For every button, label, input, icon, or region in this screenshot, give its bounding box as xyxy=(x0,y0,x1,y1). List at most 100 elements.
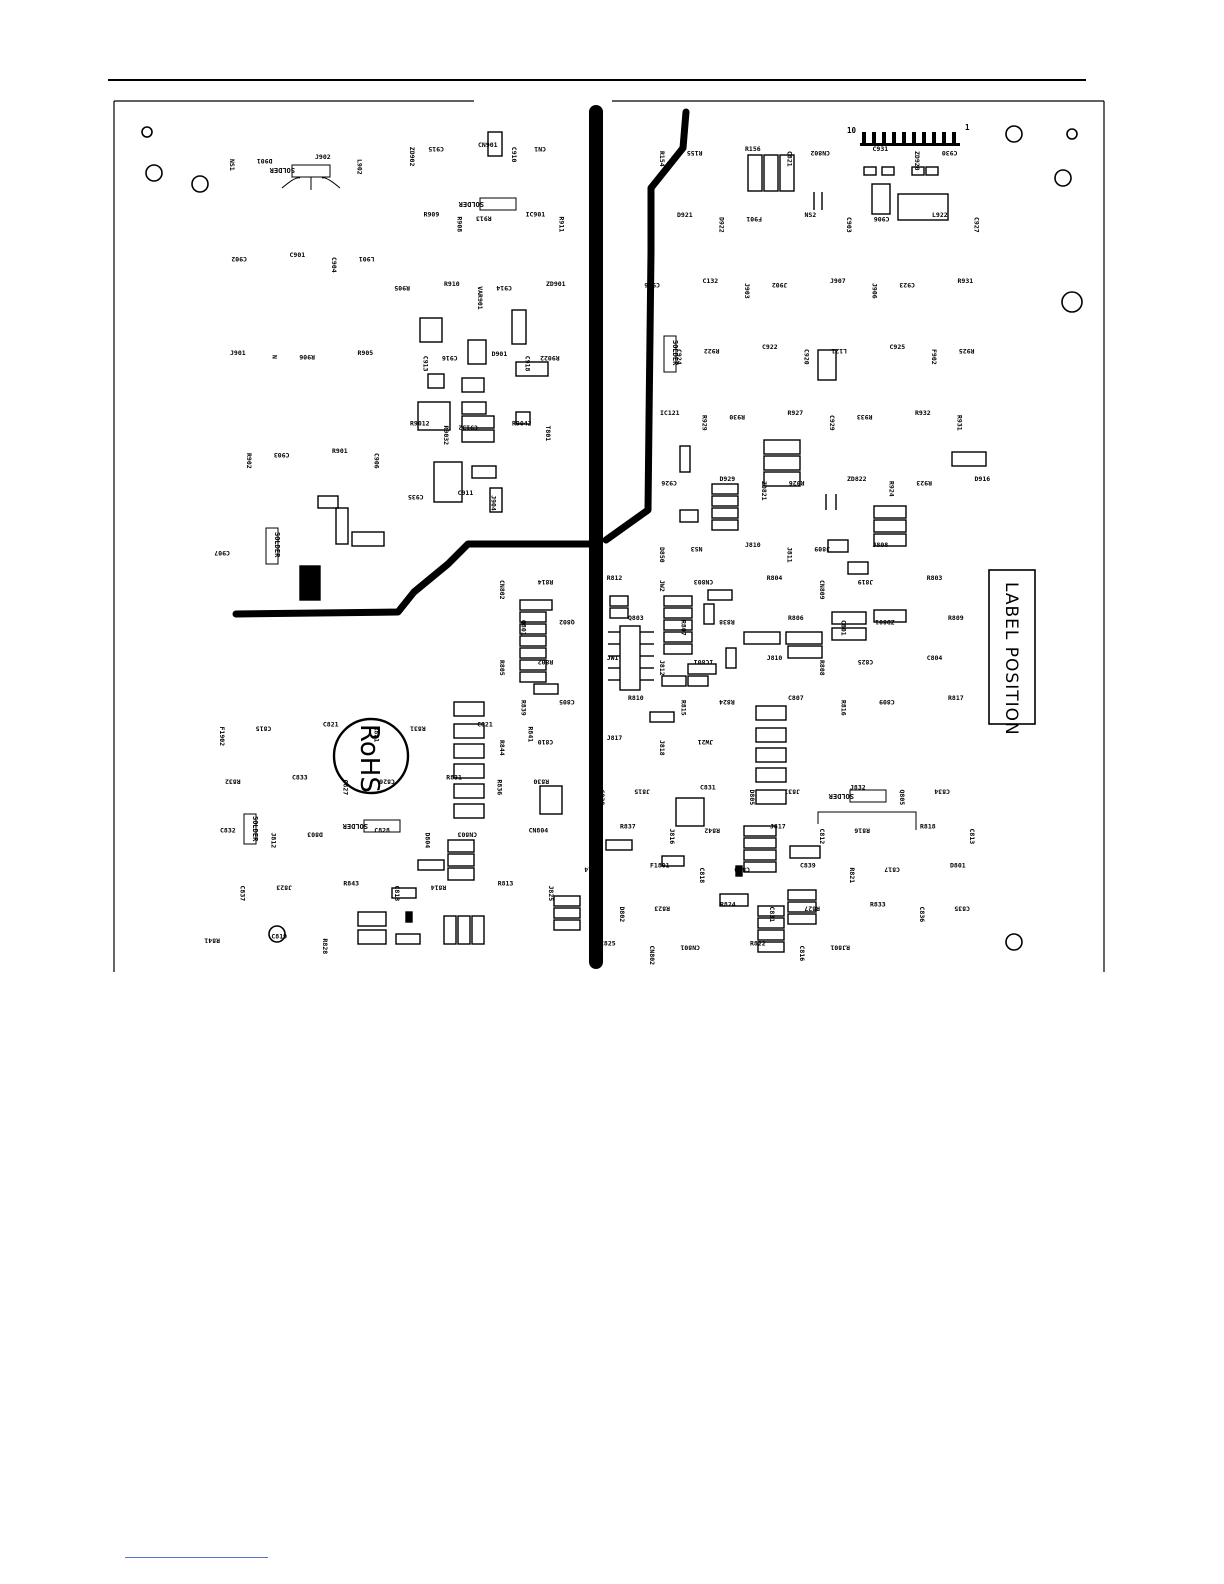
designator-zd801: ZD801 xyxy=(875,618,895,626)
designator-c916: C916 xyxy=(442,354,458,362)
designator-r814: R814 xyxy=(538,578,554,586)
designator-c132: C132 xyxy=(703,277,719,285)
designator-l922: L922 xyxy=(932,211,948,219)
designator-c812: C812 xyxy=(818,829,826,845)
designator-c825: C825 xyxy=(600,940,616,948)
designator-cn1: CN1 xyxy=(534,145,546,153)
designator-c839: C839 xyxy=(800,862,816,870)
designator-c813: C813 xyxy=(393,886,401,902)
designator-c814: C814 xyxy=(584,866,600,874)
designator-r929: R929 xyxy=(701,415,709,431)
designator-r827: R827 xyxy=(804,905,820,913)
designator-r927: R927 xyxy=(788,409,804,417)
svg-text:SOLDER: SOLDER xyxy=(342,822,368,830)
designator-j819: J819 xyxy=(858,578,874,586)
designator-r931: R931 xyxy=(956,415,964,431)
designator-c904: C904 xyxy=(330,257,338,273)
designator-c837: C837 xyxy=(239,886,247,902)
designator-r843: R843 xyxy=(343,880,359,888)
designator-r830: R830 xyxy=(533,778,549,786)
designator-r922: R922 xyxy=(704,347,720,355)
designator-j811: J811 xyxy=(786,547,794,563)
designator-c830: C830 xyxy=(734,866,750,874)
top-right-parts xyxy=(679,166,987,575)
designator-cn803: CN803 xyxy=(694,578,714,586)
designator-c825: C825 xyxy=(858,658,874,666)
designator-j906: J906 xyxy=(871,283,879,299)
designator-ns1: NS1 xyxy=(228,159,236,171)
resistor-bank-r154-r156 xyxy=(747,154,795,192)
designator-n: N xyxy=(271,355,279,359)
designator-ic901: IC901 xyxy=(526,211,546,219)
designator-c821: C821 xyxy=(323,721,339,729)
designator-j810: J810 xyxy=(745,541,761,549)
designator-c807: C807 xyxy=(788,694,804,702)
designator-r9022: R9022 xyxy=(540,354,560,362)
designator-r816: R816 xyxy=(854,827,870,835)
designator-j902: J902 xyxy=(315,153,331,161)
designator-ic801: IC801 xyxy=(694,658,714,666)
designator-l901: L901 xyxy=(359,255,375,263)
svg-text:SOLDER: SOLDER xyxy=(671,340,679,366)
middle-parts xyxy=(519,589,907,723)
designator-c920: C920 xyxy=(803,349,811,365)
designator-r815: R815 xyxy=(679,700,687,716)
designator-r926: R926 xyxy=(789,479,805,487)
designator-d901: D901 xyxy=(492,350,508,358)
designator-c826: C826 xyxy=(379,778,395,786)
designator-j903: J903 xyxy=(743,283,751,299)
designator-j817: J817 xyxy=(770,823,786,831)
designator-cn802: CN802 xyxy=(498,580,506,600)
designator-j816: J816 xyxy=(668,829,676,845)
designator-r816: R816 xyxy=(839,700,847,716)
rohs-text: RoHS xyxy=(354,724,384,793)
designator-cn901: CN901 xyxy=(478,141,498,149)
designator-d805: D805 xyxy=(748,790,756,806)
designator-c801: C801 xyxy=(839,620,847,636)
pin-label-10: 10 xyxy=(847,126,857,135)
designator-j810: J810 xyxy=(767,654,783,662)
designator-c923: C923 xyxy=(899,281,915,289)
designator-r817: R817 xyxy=(948,694,964,702)
designator-r908: R908 xyxy=(456,217,464,233)
designator-c915: C915 xyxy=(428,145,444,153)
board-outline xyxy=(113,100,1105,972)
designator-r911: R911 xyxy=(558,217,566,233)
designator-cn801: CN801 xyxy=(680,944,700,952)
solder-marker-bottom-left: SOLDER SOLDER xyxy=(243,813,401,845)
designator-rj801: RJ801 xyxy=(830,944,850,952)
designator-r925: R925 xyxy=(959,347,975,355)
designator-r809: R809 xyxy=(948,614,964,622)
designator-c910: C910 xyxy=(510,147,518,163)
designator-r901: R901 xyxy=(332,447,348,455)
label-position-text: LABEL POSITION xyxy=(1001,582,1021,736)
designator-c901: C901 xyxy=(290,251,306,259)
bottom-parts xyxy=(357,701,821,953)
designator-ns2: NS2 xyxy=(805,211,817,219)
designator-d916: D916 xyxy=(975,475,991,483)
designator-r802: R802 xyxy=(538,658,554,666)
designator-d901: D901 xyxy=(257,157,273,165)
designator-d804: D804 xyxy=(424,833,432,849)
mounting-holes xyxy=(141,125,1083,951)
designator-f902: F902 xyxy=(930,349,938,365)
designator-f1801: F1801 xyxy=(650,862,670,870)
designator-r805: R805 xyxy=(498,660,506,676)
designator-c930: C930 xyxy=(942,149,958,157)
svg-text:SOLDER: SOLDER xyxy=(273,532,281,558)
designator-j825: J825 xyxy=(547,886,555,902)
designator-c914: C914 xyxy=(496,284,512,292)
designator-r814: R814 xyxy=(431,884,447,892)
designator-j812: J812 xyxy=(658,660,666,676)
designator-c828: C828 xyxy=(598,790,606,806)
designator-c931: C931 xyxy=(873,145,889,153)
designator-c821: C821 xyxy=(477,721,493,729)
designator-c925: C925 xyxy=(890,343,906,351)
designator-cn809: CN809 xyxy=(818,580,826,600)
designator-c929: C929 xyxy=(828,415,836,431)
designator-r839: R839 xyxy=(519,700,527,716)
designator-c817: C817 xyxy=(884,866,900,874)
designator-r9012: R9012 xyxy=(410,420,430,428)
designator-r823: R823 xyxy=(654,905,670,913)
